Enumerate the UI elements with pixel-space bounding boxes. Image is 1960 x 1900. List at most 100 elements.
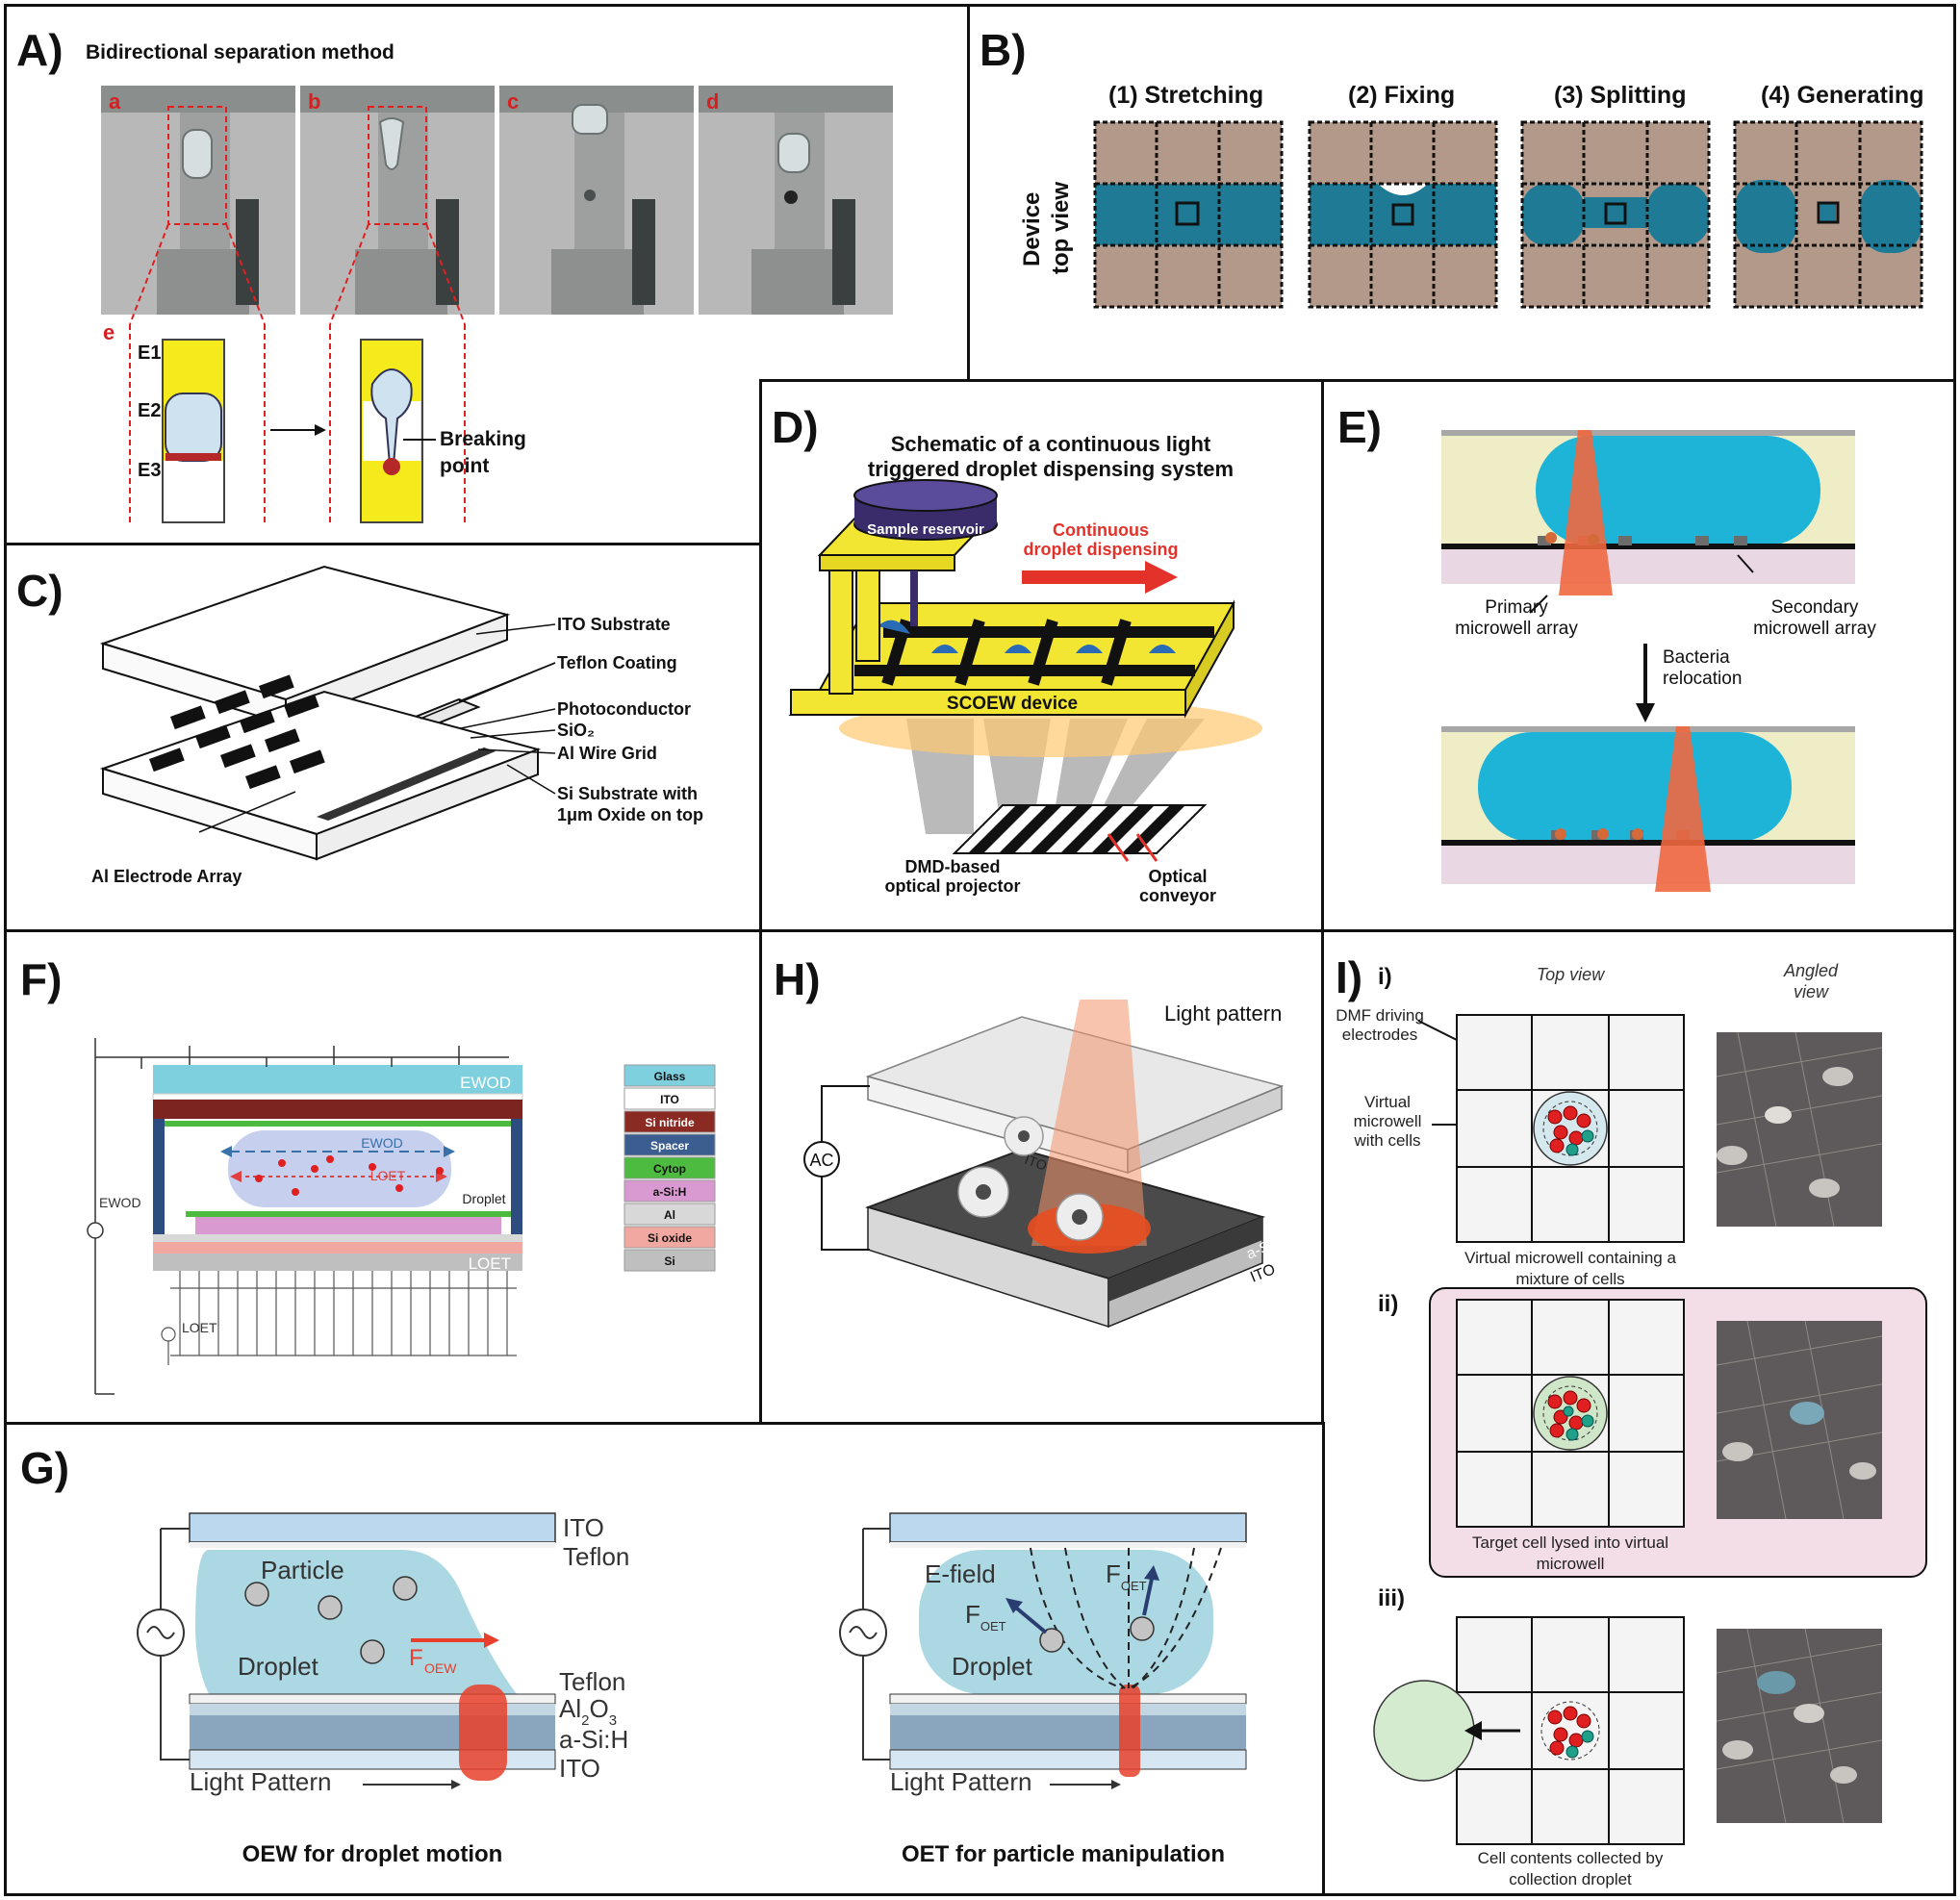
g-asih: a-Si:H <box>559 1725 628 1754</box>
legend-label-5: a-Si:H <box>653 1185 687 1199</box>
dmf-2: electrodes <box>1342 1026 1417 1044</box>
photo-a <box>101 86 295 315</box>
g-foet-1: FOET <box>965 1600 1006 1634</box>
loet-source-label: LOET <box>182 1320 217 1335</box>
conveyor-1: Optical <box>1148 867 1207 886</box>
g-droplet-right: Droplet <box>952 1652 1033 1681</box>
top-view-label: Top view <box>1537 965 1605 984</box>
scoew-device: SCOEW device <box>947 694 1078 714</box>
panel-h-diagram: AC Light pattern ITO a-Si:H ITO <box>803 1000 1290 1329</box>
photo-label-b: b <box>308 89 320 114</box>
oet-diagram <box>839 1512 1247 1789</box>
ewod-arrow-label: EWOD <box>361 1135 403 1151</box>
panel-f: F) EWOD EWOD LOET Droplet <box>4 929 763 1426</box>
panel-c-diagram: ITO Substrate Teflon Coating Photoconduc… <box>91 565 703 886</box>
step-i-caption-2: mixture of cells <box>1515 1270 1624 1288</box>
panel-d-label: D) <box>772 402 819 452</box>
panel-i-label: I) <box>1336 952 1363 1002</box>
g-light-left: Light Pattern <box>190 1767 331 1796</box>
g-efield: E-field <box>925 1559 996 1588</box>
photo-label-d: d <box>706 89 719 114</box>
legend-swatch-0 <box>624 1064 716 1087</box>
photo-label-c: c <box>507 89 519 114</box>
panel-d: D) Schematic of a continuous light trigg… <box>759 379 1325 933</box>
step-ii-caption-1: Target cell lysed into virtual <box>1472 1533 1668 1552</box>
projector-2: optical projector <box>884 876 1020 896</box>
ewod-label: EWOD <box>460 1074 511 1092</box>
legend-label-6: Al <box>664 1208 675 1222</box>
step-ii-num: ii) <box>1378 1291 1398 1317</box>
legend-label-7: Si oxide <box>648 1231 692 1245</box>
g-teflon-top: Teflon <box>563 1542 629 1571</box>
photo-d <box>699 86 893 315</box>
electrode-e3: E3 <box>138 460 161 481</box>
secondary-2: microwell array <box>1753 619 1876 639</box>
panel-i: I) Top view Angled view DMF driving elec… <box>1321 929 1956 1896</box>
oew-diagram <box>137 1512 556 1789</box>
primary-2: microwell array <box>1455 619 1578 639</box>
panel-h-label: H) <box>774 954 821 1004</box>
panel-i-diagram: Top view Angled view DMF driving electro… <box>1336 961 1927 1888</box>
panel-a-label: A) <box>16 25 64 75</box>
photo-label-a: a <box>109 89 121 114</box>
loet-layer-label: LOET <box>469 1254 511 1273</box>
panel-a: A) Bidirectional separation method <box>4 4 971 546</box>
g-caption-left: OEW for droplet motion <box>242 1841 503 1867</box>
g-teflon-bot: Teflon <box>559 1667 625 1696</box>
panel-b-diagram: Device top view (1) Stretching (2) Fixin… <box>1019 82 1923 309</box>
g-caption-right: OET for particle manipulation <box>902 1841 1225 1867</box>
step-i-grid <box>1456 1014 1685 1243</box>
photo-b <box>300 86 495 315</box>
panel-b: B) Device top view (1) Stretching (2) Fi… <box>967 4 1956 383</box>
ewod-source-label: EWOD <box>99 1195 141 1210</box>
device-top-view-2: top view <box>1048 182 1074 274</box>
step-i-photo <box>1717 1032 1882 1227</box>
electrode-e2: E2 <box>138 400 161 421</box>
virtual-1: Virtual <box>1364 1093 1411 1111</box>
panel-a-diagram: a b c d e E1 E2 E3 <box>101 86 893 523</box>
step-2-label: (2) Fixing <box>1348 82 1455 109</box>
sub-label-e: e <box>103 320 115 344</box>
layer-teflon: Teflon Coating <box>557 653 677 672</box>
step-iii-photo <box>1717 1629 1882 1823</box>
breaking-point-1: Breaking <box>440 428 526 450</box>
legend-label-3: Spacer <box>650 1139 689 1153</box>
loet-arrow-label: LOET <box>370 1168 406 1183</box>
ac-label: AC <box>809 1151 833 1170</box>
legend-label-1: ITO <box>660 1093 679 1106</box>
panel-b-label: B) <box>980 25 1027 75</box>
step-2-image <box>1308 120 1498 309</box>
step-1-label: (1) Stretching <box>1108 82 1263 109</box>
step-iii-grid <box>1373 1616 1685 1845</box>
step-ii-grid <box>1456 1299 1685 1528</box>
device-top-view-1: Device <box>1019 192 1045 266</box>
panel-d-title-1: Schematic of a continuous light <box>891 432 1211 456</box>
dispensing-1: Continuous <box>1053 520 1149 540</box>
panel-f-diagram: EWOD EWOD LOET Droplet <box>87 1038 716 1395</box>
panel-d-diagram: Schematic of a continuous light triggere… <box>788 432 1262 905</box>
panel-c-label: C) <box>16 566 64 616</box>
primary-1: Primary <box>1485 597 1548 618</box>
step-3-label: (3) Splitting <box>1554 82 1686 109</box>
legend-swatch-1 <box>624 1087 716 1110</box>
legend-swatch-5 <box>624 1179 716 1203</box>
legend-swatch-2 <box>624 1110 716 1133</box>
angled-view-1: Angled <box>1783 961 1839 980</box>
step-1-image <box>1093 120 1284 309</box>
layer-ito-substrate: ITO Substrate <box>557 615 671 634</box>
step-4-label: (4) Generating <box>1761 82 1923 109</box>
g-ito-bot: ITO <box>559 1754 600 1783</box>
legend-swatch-4 <box>624 1156 716 1179</box>
panel-h: H) AC L <box>759 929 1325 1426</box>
g-force: F <box>409 1645 423 1671</box>
step-i-caption-1: Virtual microwell containing a <box>1464 1249 1676 1267</box>
panel-a-title: Bidirectional separation method <box>86 41 395 63</box>
panel-e-label: E) <box>1337 402 1382 452</box>
panel-f-label: F) <box>20 954 63 1004</box>
conveyor-2: conveyor <box>1139 886 1216 905</box>
virtual-2: microwell <box>1354 1112 1422 1130</box>
dmf-1: DMF driving <box>1336 1006 1424 1025</box>
h-ito-top: ITO <box>1023 1152 1049 1174</box>
g-light-right: Light Pattern <box>890 1767 1031 1796</box>
